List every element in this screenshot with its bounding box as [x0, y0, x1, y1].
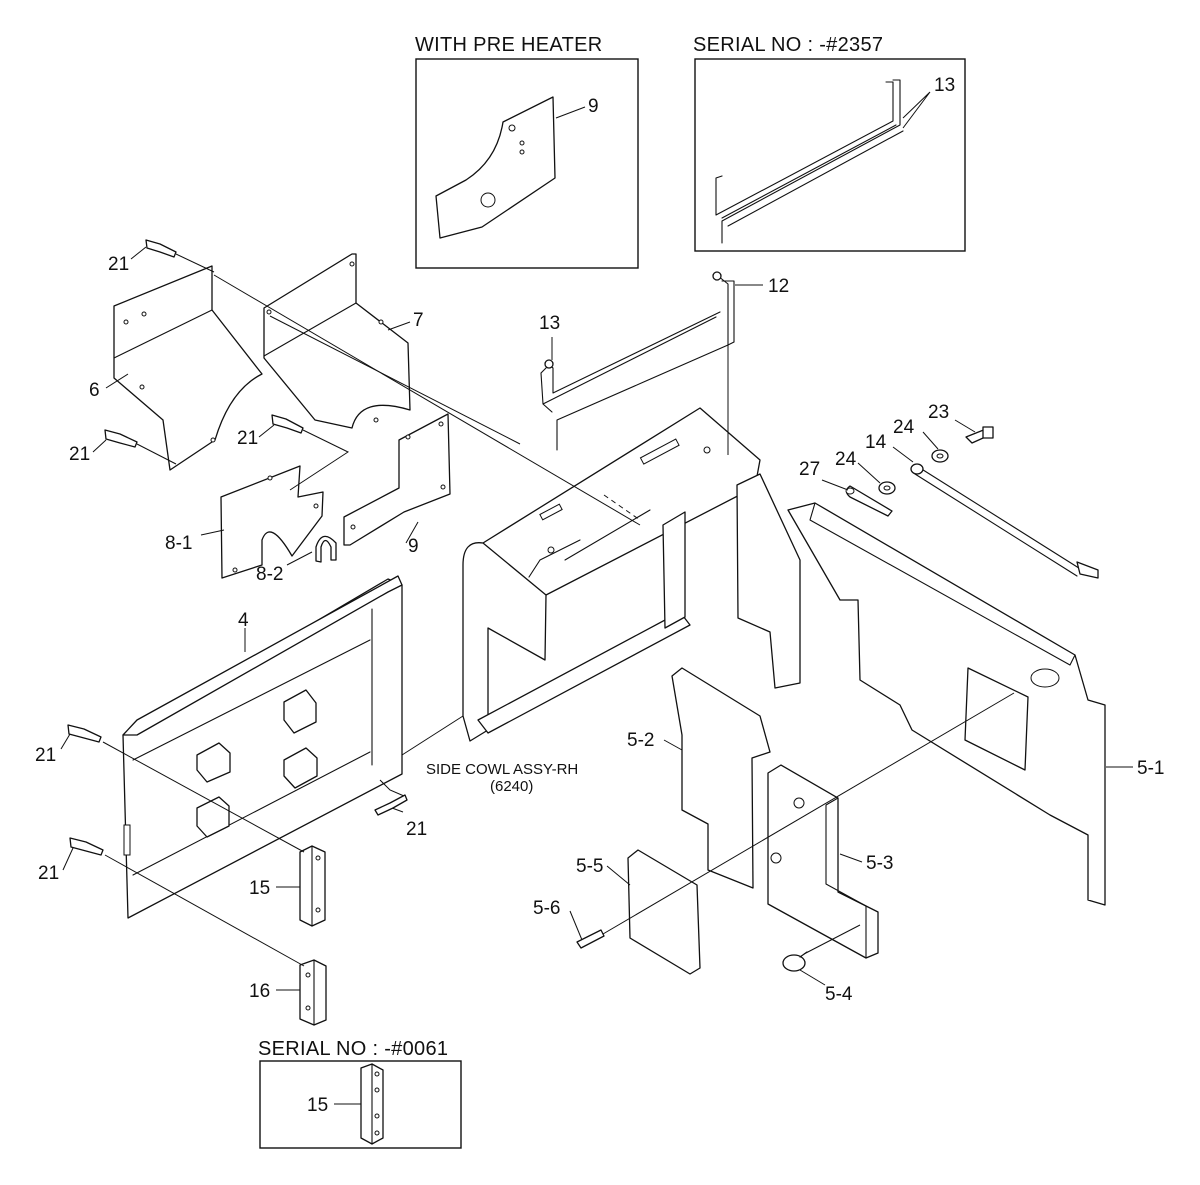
callout-21: 21 [237, 428, 258, 449]
washer-24a [931, 449, 949, 463]
callout-16: 16 [249, 981, 270, 1002]
cover-7 [263, 253, 411, 429]
rod-13-inset-b [715, 81, 894, 216]
callout-24: 24 [893, 417, 915, 438]
pad-5-5 [627, 849, 701, 975]
callout-15: 15 [249, 878, 270, 899]
callout-24: 24 [835, 449, 857, 470]
callout-21: 21 [108, 254, 129, 275]
inset-serial-0061: SERIAL NO : -#0061 15 [258, 1038, 462, 1149]
callout-7: 7 [413, 310, 424, 331]
washer-24b [878, 481, 896, 495]
pad-5-2 [671, 667, 771, 889]
plate-9 [343, 413, 451, 546]
callout-inset-13: 13 [934, 75, 955, 96]
knob-5-4 [782, 951, 808, 972]
bolts-21 [67, 239, 408, 856]
callout-6: 6 [89, 380, 100, 401]
callout-12: 12 [768, 276, 789, 297]
pad-5-3 [767, 764, 879, 959]
callout-14: 14 [865, 432, 887, 453]
side-cowl-frame [462, 407, 801, 742]
inset-pre-heater-title: WITH PRE HEATER [415, 34, 602, 56]
inset-pre-heater-frame [415, 58, 639, 269]
callout-8-2: 8-2 [256, 564, 283, 585]
inset-serial-0061-frame [259, 1060, 462, 1149]
callout-5-5: 5-5 [576, 856, 603, 877]
callout-4: 4 [238, 610, 249, 631]
callout-5-3: 5-3 [866, 853, 893, 874]
reference-code: (6240) [490, 778, 533, 795]
inset-serial-2357: SERIAL NO : -#2357 13 [693, 34, 966, 252]
inset-serial-2357-title: SERIAL NO : -#2357 [693, 34, 883, 56]
clip-8-2 [315, 535, 337, 563]
callouts: 21 21 21 21 21 21 6 7 8-1 8-2 9 4 15 16 … [35, 254, 1164, 1005]
pre-heater-plate [435, 96, 556, 239]
callout-21: 21 [69, 444, 90, 465]
panel-4 [122, 575, 403, 919]
callout-21: 21 [406, 819, 427, 840]
callout-inset-9: 9 [588, 96, 599, 117]
callout-13: 13 [539, 313, 560, 334]
callout-5-6: 5-6 [533, 898, 560, 919]
callout-23: 23 [928, 402, 949, 423]
inset-serial-0061-title: SERIAL NO : -#0061 [258, 1038, 448, 1060]
callout-8-1: 8-1 [165, 533, 192, 554]
bolt-23 [965, 426, 994, 444]
plate-8-1 [220, 465, 324, 579]
callout-9: 9 [408, 536, 419, 557]
bolt-5-6 [576, 929, 605, 949]
bracket-15 [299, 845, 326, 927]
rod-13-inset-a [721, 79, 901, 244]
callout-inset-15: 15 [307, 1095, 328, 1116]
inset-serial-2357-frame [694, 58, 966, 252]
alignment-lines [102, 253, 1015, 967]
inset-pre-heater: WITH PRE HEATER 9 [415, 34, 639, 269]
cover-6 [113, 265, 263, 471]
tie-rod-14 [910, 463, 1099, 579]
reference-name: SIDE COWL ASSY-RH [426, 761, 578, 778]
callout-21: 21 [35, 745, 56, 766]
leader-lines [60, 246, 1133, 991]
rod-13 [540, 311, 721, 413]
callout-21: 21 [38, 863, 59, 884]
callout-5-2: 5-2 [627, 730, 654, 751]
pre-heater-plate-hole [480, 192, 496, 208]
callout-27: 27 [799, 459, 820, 480]
callout-5-1: 5-1 [1137, 758, 1164, 779]
bracket-16 [299, 959, 327, 1026]
callout-5-4: 5-4 [825, 984, 853, 1005]
